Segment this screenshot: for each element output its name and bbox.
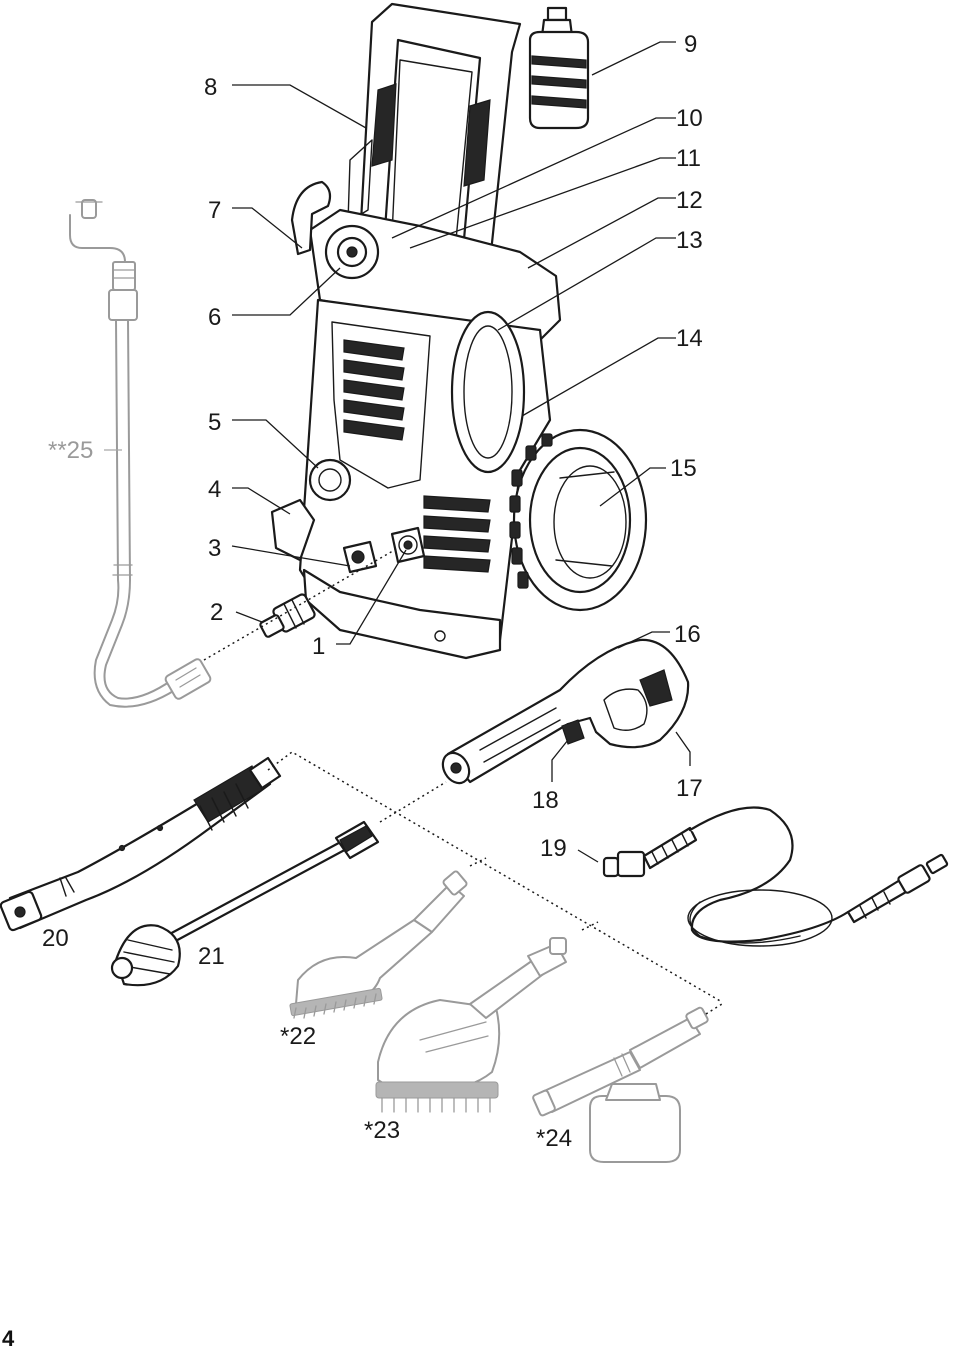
callout-3: 3 bbox=[208, 535, 221, 562]
callout-20: 20 bbox=[42, 925, 69, 952]
leader-lines bbox=[104, 41, 691, 863]
callout-4: 4 bbox=[208, 476, 221, 503]
spray-gun bbox=[441, 638, 690, 785]
connection-lines bbox=[203, 547, 723, 1015]
high-pressure-hose bbox=[602, 806, 949, 947]
callout-16: 16 bbox=[674, 621, 701, 648]
garden-hose-and-tap bbox=[69, 199, 212, 708]
callout-23: *23 bbox=[364, 1117, 400, 1144]
callout-2: 2 bbox=[210, 599, 223, 626]
callout-labels: 8 7 6 5 4 3 2 1 **25 9 10 11 12 13 14 15… bbox=[42, 31, 703, 1152]
callout-24: *24 bbox=[536, 1125, 572, 1152]
callout-6: 6 bbox=[208, 304, 221, 331]
page-number: 4 bbox=[2, 1326, 15, 1351]
callout-25: **25 bbox=[48, 437, 93, 464]
callout-12: 12 bbox=[676, 187, 703, 214]
detergent-bottle bbox=[528, 6, 590, 130]
hose-coupling bbox=[259, 593, 316, 638]
callout-18: 18 bbox=[532, 787, 559, 814]
callout-17: 17 bbox=[676, 775, 703, 802]
callout-22: *22 bbox=[280, 1023, 316, 1050]
callout-15: 15 bbox=[670, 455, 697, 482]
foam-nozzle bbox=[532, 1006, 709, 1163]
callout-19: 19 bbox=[540, 835, 567, 862]
callout-13: 13 bbox=[676, 227, 703, 254]
front-vent-slats bbox=[343, 339, 405, 441]
callout-9: 9 bbox=[684, 31, 697, 58]
spray-lance-vario bbox=[0, 756, 282, 932]
side-vent-slats bbox=[423, 495, 491, 573]
callout-8: 8 bbox=[204, 74, 217, 101]
wash-brush bbox=[289, 870, 468, 1019]
callout-11: 11 bbox=[676, 145, 701, 172]
callout-10: 10 bbox=[676, 105, 703, 132]
dirt-blaster bbox=[110, 820, 380, 987]
wheel-tread bbox=[509, 433, 553, 589]
wheel bbox=[509, 428, 648, 612]
callout-7: 7 bbox=[208, 197, 221, 224]
pressure-washer-body bbox=[270, 2, 562, 660]
callout-1: 1 bbox=[312, 633, 325, 660]
callout-21: 21 bbox=[198, 943, 225, 970]
callout-5: 5 bbox=[208, 409, 221, 436]
callout-14: 14 bbox=[676, 325, 703, 352]
rotating-wash-brush bbox=[375, 937, 567, 1113]
